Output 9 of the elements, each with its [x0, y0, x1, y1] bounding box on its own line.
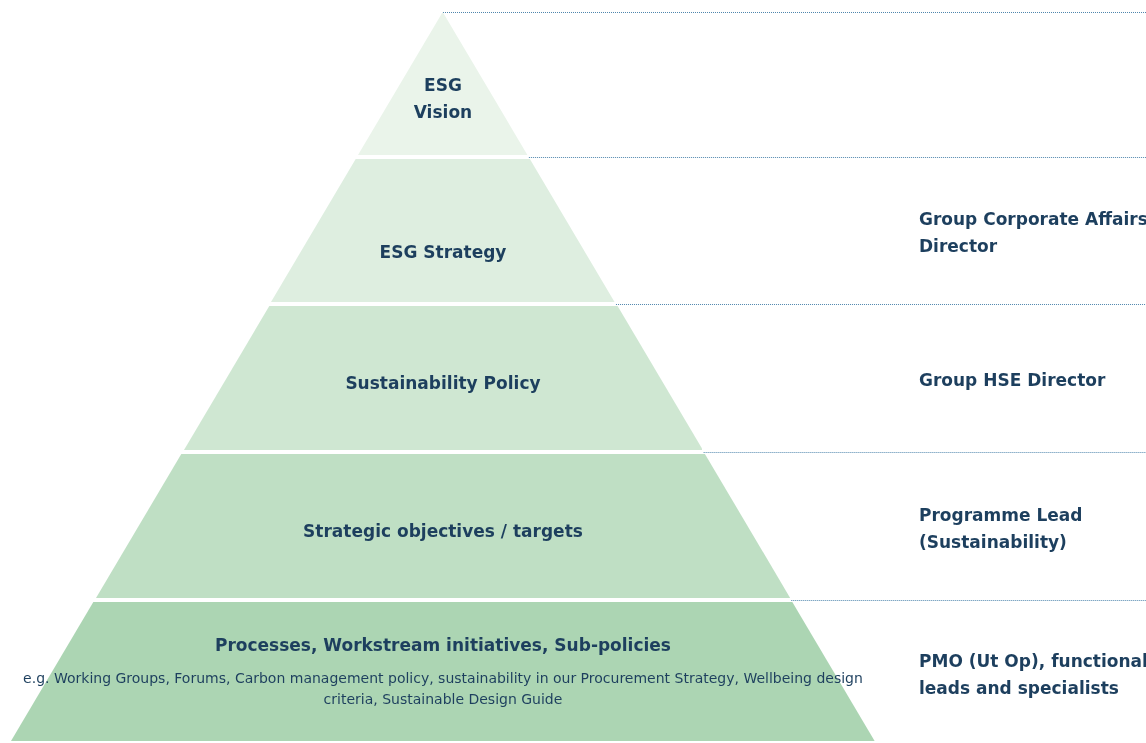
role-label: PMO (Ut Op), functional leads and specialists: [919, 650, 1146, 700]
tier-description: e.g. Working Groups, Forums, Carbon management policy, sustainability in our Procurement Strategy, Wellbeing design criteria, Sustainable Design Guide: [22, 669, 864, 709]
tier-title: ESG Vision: [412, 74, 474, 124]
role-label: Programme Lead (Sustainability): [919, 504, 1084, 554]
role-label: Group HSE Director: [919, 369, 1107, 392]
tier-title: Processes, Workstream initiatives, Sub-policies: [213, 634, 672, 657]
tier-title: Sustainability Policy: [344, 372, 542, 395]
tier-title: Strategic objectives / targets: [302, 520, 584, 543]
tier-title: ESG Strategy: [378, 241, 508, 264]
